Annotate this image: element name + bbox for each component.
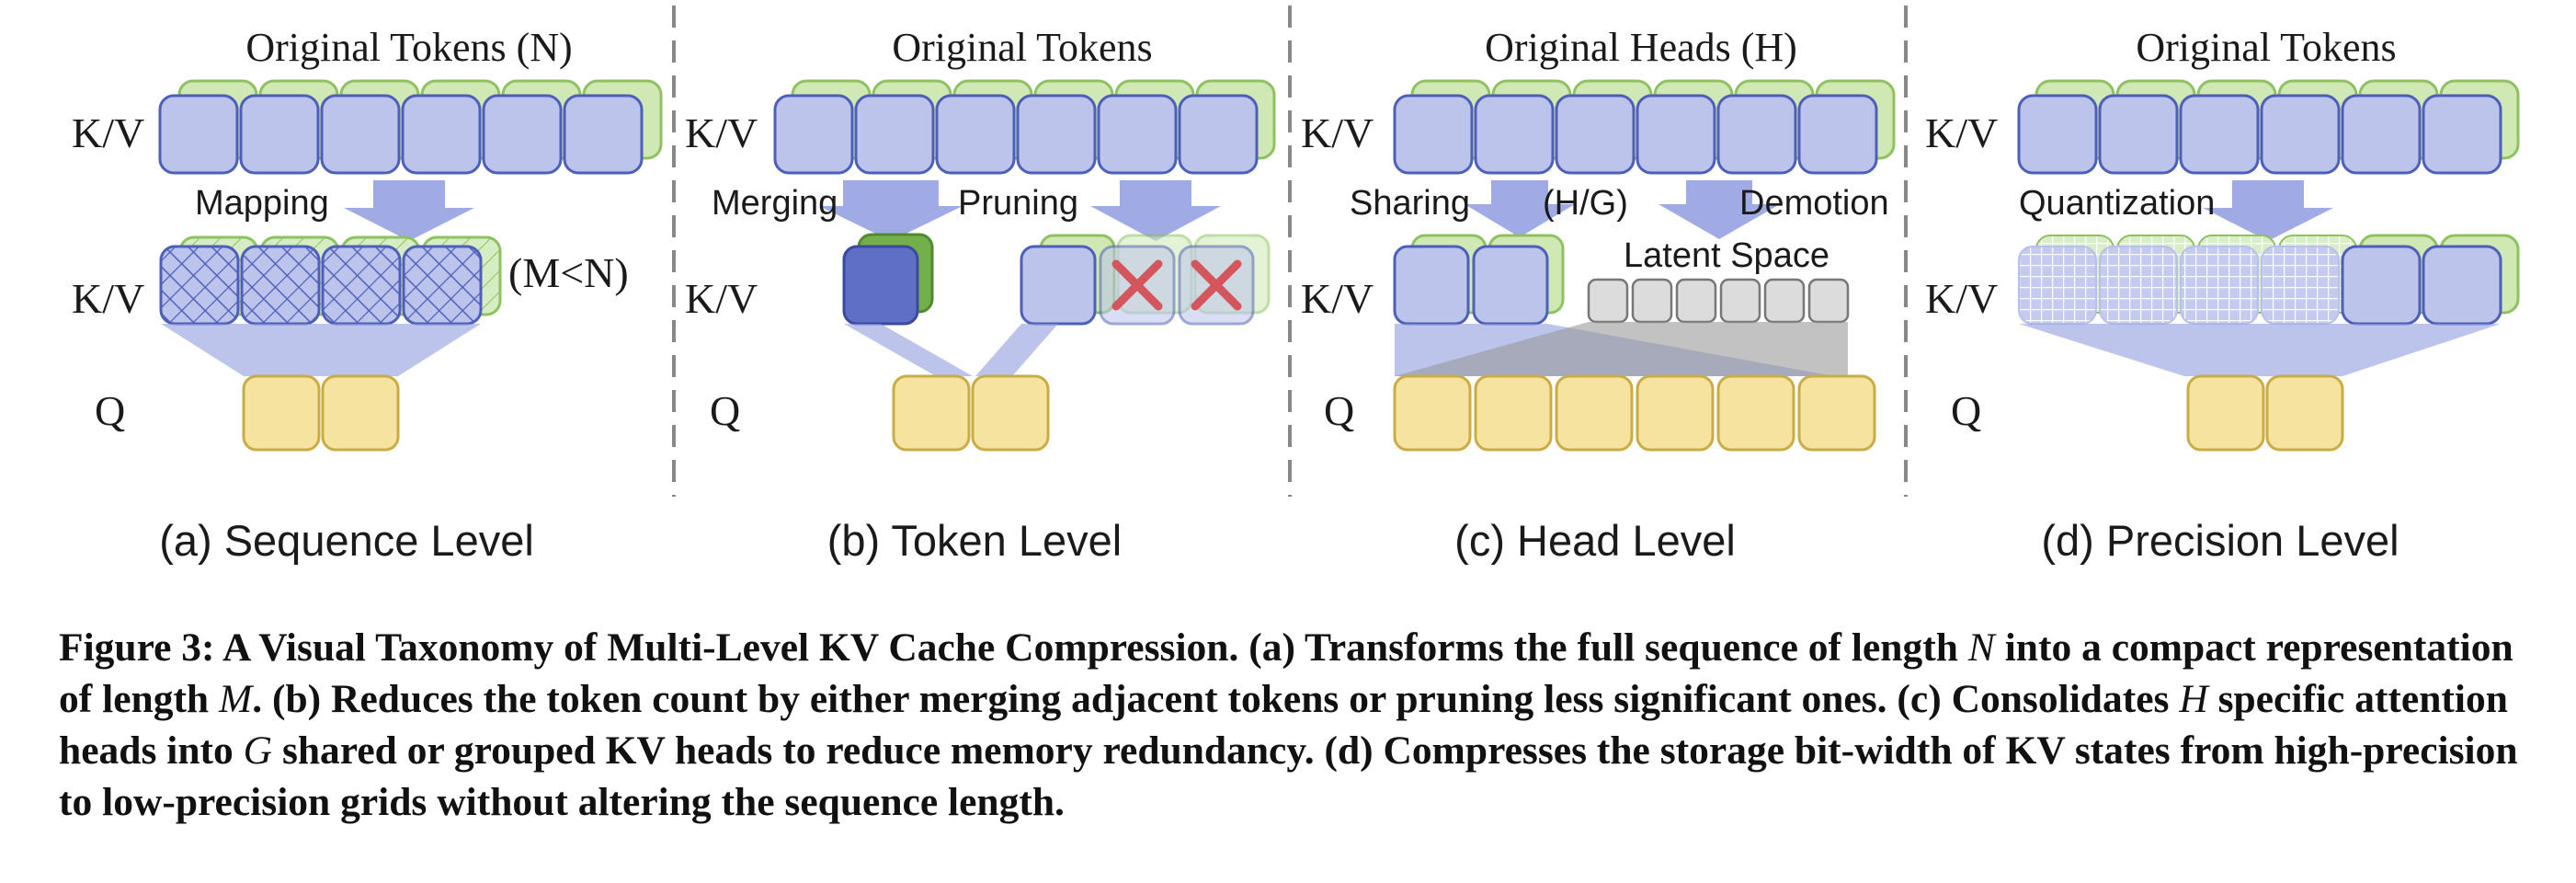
row-label-kv: K/V	[1925, 275, 1998, 322]
demote-arrow	[1658, 180, 1780, 239]
compact-kv-row	[159, 245, 483, 326]
row-label-kv: K/V	[685, 109, 758, 156]
caption-part-d: (d) Compresses the storage bit-width of …	[59, 728, 2518, 824]
quantize-arrow	[2203, 180, 2333, 241]
panel-c: Original Heads (H) Sharing (H/G) Demotio…	[1301, 25, 1896, 565]
caption-part-a-3: .	[252, 677, 263, 721]
figure-label: Figure 3:	[59, 625, 215, 670]
op-label-pruning: Pruning	[958, 184, 1078, 223]
row-label-q: Q	[710, 387, 740, 434]
caption-part-a-2: into a compact representation of length	[59, 625, 2513, 721]
row-label-q: Q	[95, 387, 125, 434]
panel-b: Original Tokens Merging Pruning	[685, 25, 1276, 565]
row-label-q: Q	[1951, 387, 1981, 434]
cross-icon	[1111, 259, 1163, 311]
query-row	[892, 374, 1050, 452]
kv-token-row	[2017, 94, 2502, 175]
attention-funnel	[161, 324, 481, 376]
prune-arrow	[1090, 180, 1221, 241]
panel-title: Original Heads (H)	[1485, 25, 1797, 70]
op-label-merging: Merging	[712, 184, 838, 223]
length-note: (M<N)	[508, 249, 629, 296]
panel-title: Original Tokens	[2136, 25, 2396, 70]
level-label: (d) Precision Level	[2041, 516, 2399, 565]
caption-part-c: (c) Consolidates	[1897, 677, 2170, 721]
cross-icon	[1191, 259, 1242, 311]
query-row	[242, 374, 400, 452]
panel-separators	[672, 6, 1908, 497]
panel-title: Original Tokens (N)	[245, 25, 572, 70]
kv-cache-taxonomy-diagram: Original Tokens (N) Mapping	[72, 6, 2520, 565]
latent-space-row	[1587, 278, 1850, 324]
var-h: H	[2179, 677, 2208, 721]
level-label: (b) Token Level	[827, 516, 1123, 565]
var-n: N	[1967, 625, 1995, 670]
figure-caption: Figure 3: A Visual Taxonomy of Multi-Lev…	[59, 622, 2532, 828]
level-label: (c) Head Level	[1454, 516, 1736, 565]
row-label-kv: K/V	[685, 275, 758, 322]
row-label-kv: K/V	[1925, 109, 1998, 156]
caption-title: A Visual Taxonomy of Multi-Level KV Cach…	[222, 625, 1239, 670]
panel-a: Original Tokens (N) Mapping	[72, 25, 663, 565]
var-m: M	[219, 677, 253, 721]
row-label-kv: K/V	[1301, 109, 1373, 156]
caption-part-c-3: shared or grouped KV heads to reduce mem…	[281, 728, 1315, 773]
caption-part-c-2: specific attention heads into	[59, 677, 2508, 773]
row-label-kv: K/V	[72, 109, 144, 156]
shared-kv-row	[1393, 245, 1549, 326]
merged-token	[842, 233, 934, 326]
caption-part-b: (b) Reduces the token count by either me…	[272, 677, 1887, 721]
kv-head-row	[1393, 94, 1878, 175]
op-label-mapping: Mapping	[195, 184, 329, 223]
panel-title: Original Tokens	[892, 25, 1152, 70]
caption-part-a: (a) Transforms the full sequence of leng…	[1248, 625, 1958, 670]
var-g: G	[243, 728, 273, 773]
kv-token-row	[773, 94, 1259, 175]
op-label-group-ratio: (H/G)	[1543, 184, 1628, 223]
row-label-q: Q	[1324, 387, 1354, 434]
op-label-sharing: Sharing	[1350, 184, 1470, 223]
attention-funnel	[2019, 324, 2501, 376]
merge-arrow	[819, 180, 963, 241]
attention-band	[844, 324, 973, 376]
op-label-quantization: Quantization	[2019, 184, 2215, 223]
quantized-kv-row	[2018, 245, 2502, 326]
kv-token-row	[158, 94, 644, 175]
level-label: (a) Sequence Level	[159, 516, 534, 565]
down-arrow	[344, 180, 474, 241]
row-label-kv: K/V	[72, 275, 144, 322]
panel-d: Original Tokens Quantization	[1925, 25, 2520, 565]
latent-attention-funnel	[1395, 322, 1848, 376]
row-label-kv: K/V	[1301, 275, 1373, 322]
query-head-row	[1393, 374, 1876, 452]
attention-band	[975, 324, 1058, 376]
op-label-demotion: Demotion	[1739, 184, 1889, 223]
share-arrow	[1465, 180, 1575, 237]
query-row	[2186, 374, 2344, 452]
latent-space-label: Latent Space	[1624, 236, 1829, 275]
